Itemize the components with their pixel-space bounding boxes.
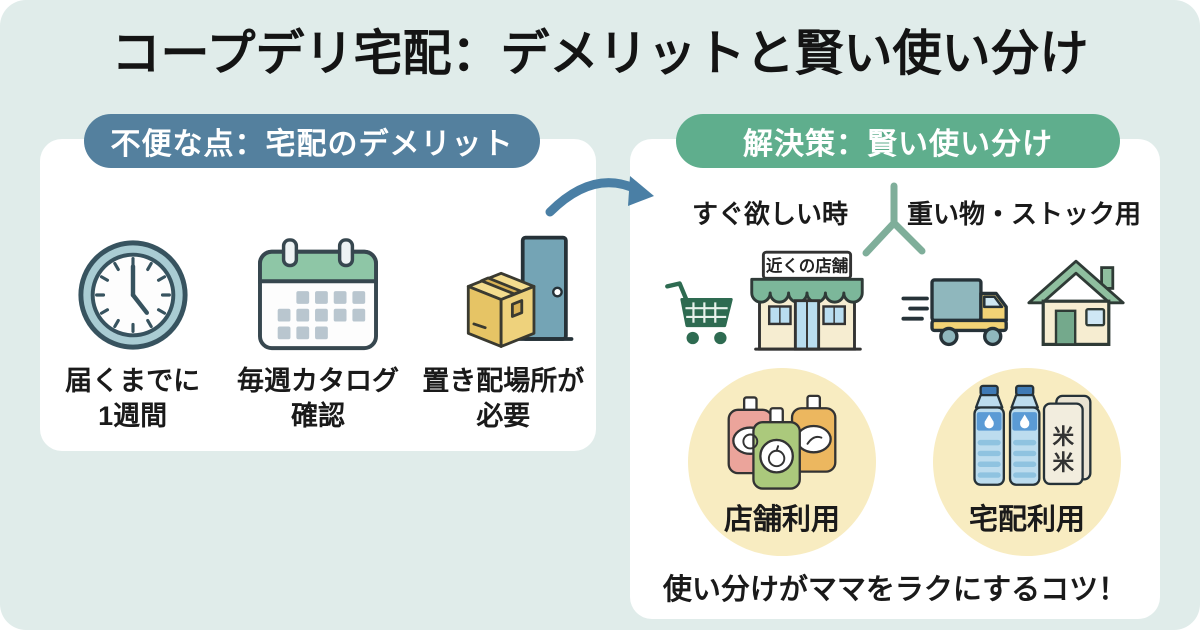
solutions-header-pill: 解決策：賢い使い分け	[676, 114, 1120, 168]
page-title: コープデリ宅配：デメリットと賢い使い分け	[111, 27, 1089, 81]
demerit-items: 届くまでに 1週間	[40, 212, 596, 444]
delivery-truck-icon	[901, 278, 1008, 347]
footer-tip: 使い分けがママをラクにするコツ！	[662, 574, 1128, 606]
calendar-icon	[258, 238, 378, 351]
delivery-use-label: 宅配利用	[968, 504, 1085, 536]
demerit-label-line1: 毎週カタログ	[236, 366, 399, 396]
water-bottles-rice-icon: 米 米	[973, 384, 1092, 486]
shopping-cart-icon	[665, 281, 733, 345]
demerits-header-pill: 不便な点：宅配のデメリット	[84, 114, 540, 168]
delivery-use-circle: 米 米 宅配利用	[933, 368, 1121, 556]
demerit-label: 届くまでに 1週間	[65, 364, 200, 434]
branch-divider-icon	[862, 182, 926, 257]
store-use-label: 店舗利用	[723, 504, 840, 536]
demerit-item-drop-location: 置き配場所が 必要	[411, 212, 596, 444]
demerit-label-line1: 届くまでに	[65, 366, 201, 396]
branch-label-delivery: 重い物・ストック用	[906, 199, 1141, 229]
demerit-label: 置き配場所が 必要	[422, 364, 584, 434]
rice-kanji-text: 米	[1052, 450, 1074, 475]
box-at-door-icon	[467, 235, 574, 348]
arrow-icon	[545, 176, 654, 217]
store-icon: 近くの店舗	[750, 250, 864, 351]
demerit-label-line1: 置き配場所が	[422, 366, 585, 396]
demerit-label-line2: 1週間	[98, 401, 168, 432]
demerit-item-delivery-time: 届くまでに 1週間	[40, 212, 225, 444]
clock-icon	[78, 240, 188, 350]
demerit-item-catalog: 毎週カタログ 確認	[225, 212, 410, 444]
demerit-label: 毎週カタログ 確認	[237, 364, 399, 434]
house-icon	[1027, 259, 1125, 346]
store-use-circle: 店舗利用	[688, 368, 876, 556]
demerit-label-line2: 確認	[290, 401, 345, 432]
demerit-label-line2: 必要	[476, 401, 531, 432]
store-sign-text: 近くの店舗	[766, 257, 849, 276]
branch-label-store: すぐ欲しい時	[691, 199, 848, 229]
rice-kanji-text: 米	[1052, 424, 1074, 449]
baby-food-pouches-icon	[727, 394, 837, 490]
